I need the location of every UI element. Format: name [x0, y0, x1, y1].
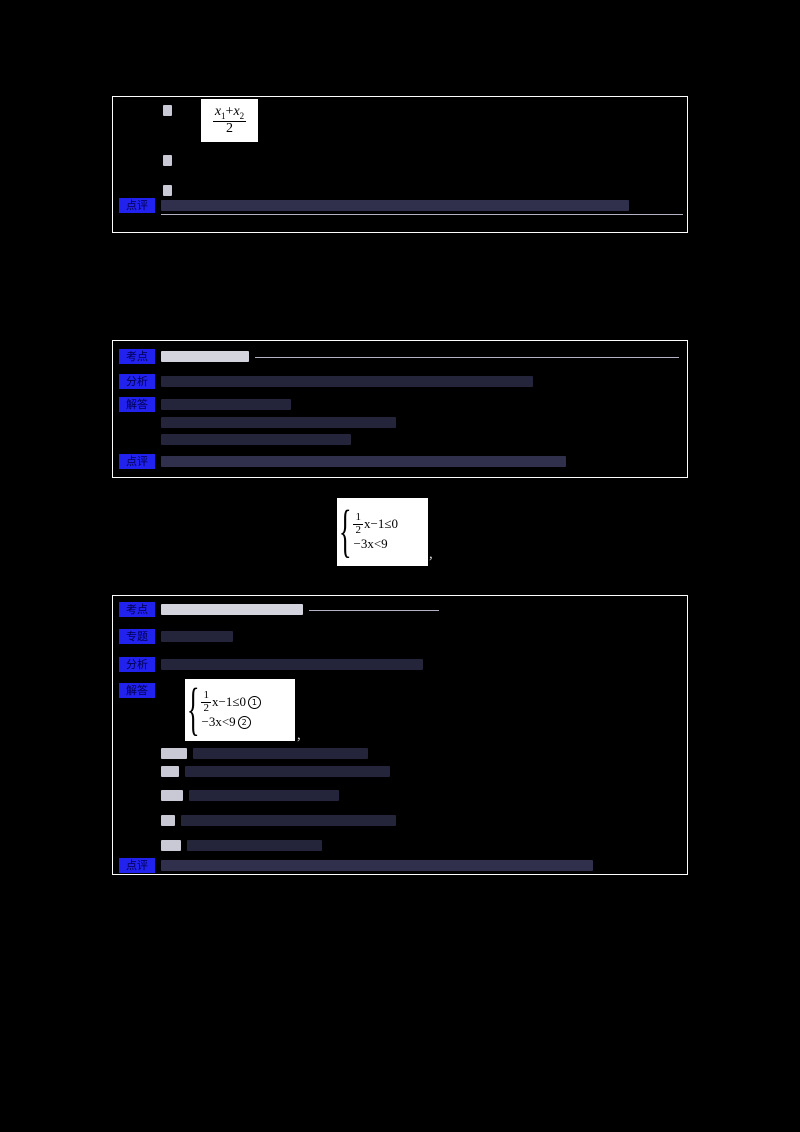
text-fragment	[163, 105, 172, 116]
left-brace: {	[187, 676, 200, 742]
formula-fraction: x1+x2 2	[201, 99, 258, 142]
text-fragment	[163, 185, 172, 196]
label-dianping: 点评	[119, 198, 155, 213]
text-fragment	[163, 155, 172, 166]
text-fragment	[161, 815, 175, 826]
text-fragment	[161, 840, 181, 851]
label-fenxi: 分析	[119, 657, 155, 672]
topic-text-line	[161, 351, 249, 362]
faint-text-line	[161, 456, 566, 467]
label-dianping: 点评	[119, 858, 155, 873]
circled-2: 2	[237, 715, 251, 729]
label-kaodian: 考点	[119, 602, 155, 617]
comma: ,	[429, 546, 433, 562]
dotted-rule	[309, 610, 439, 611]
dotted-rule	[255, 357, 679, 358]
text-fragment	[161, 748, 187, 759]
text-fragment	[161, 766, 179, 777]
faint-text-line	[189, 790, 339, 801]
text-fragment	[161, 790, 183, 801]
comma: ,	[297, 727, 301, 743]
faint-text-line	[181, 815, 396, 826]
faint-text-line	[161, 417, 396, 428]
faint-text-line	[161, 631, 233, 642]
solution-panel-2: 考点 分析 解答 点评	[112, 340, 688, 478]
faint-text-line	[161, 860, 593, 871]
faint-text-line	[185, 766, 390, 777]
solution-panel-1: x1+x2 2 点评	[112, 96, 688, 233]
faint-text-line	[187, 840, 322, 851]
label-dianping: 点评	[119, 454, 155, 469]
faint-text-line	[161, 376, 533, 387]
faint-text-line	[193, 748, 368, 759]
topic-text-line	[161, 604, 303, 615]
left-brace: {	[339, 498, 352, 564]
label-zhuanti: 专题	[119, 629, 155, 644]
faint-text-line	[161, 659, 423, 670]
label-kaodian: 考点	[119, 349, 155, 364]
label-jieda: 解答	[119, 397, 155, 412]
row-divider	[161, 214, 683, 215]
label-fenxi: 分析	[119, 374, 155, 389]
label-jieda: 解答	[119, 683, 155, 698]
faint-text-line	[161, 434, 351, 445]
faint-text-line	[161, 399, 291, 410]
circled-1: 1	[247, 696, 261, 710]
faint-text-line	[161, 200, 629, 211]
